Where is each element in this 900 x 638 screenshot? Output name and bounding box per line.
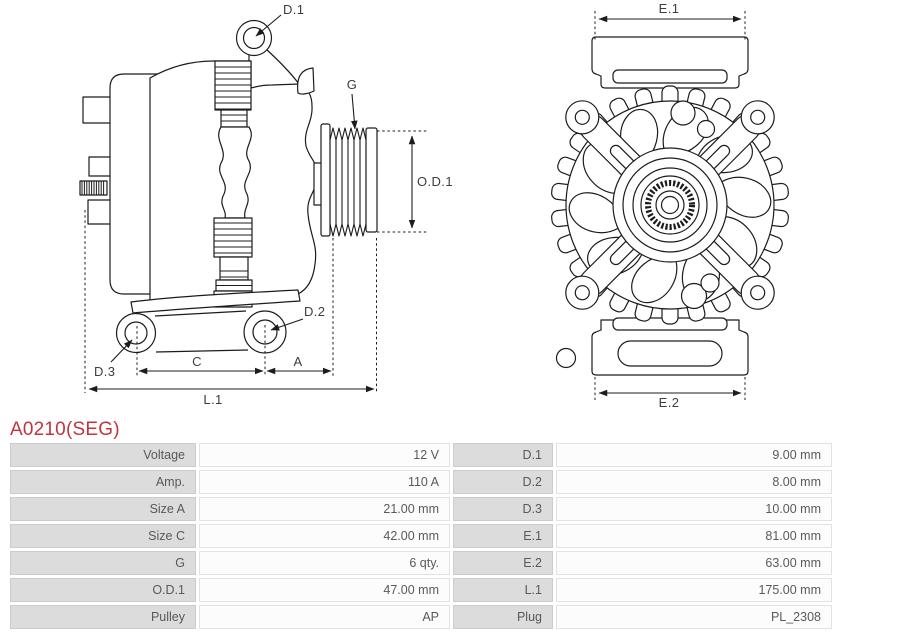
bracket-web [154, 310, 249, 353]
stack-neck [220, 109, 248, 128]
table-row: O.D.1 47.00 mm L.1 175.00 mm [10, 578, 832, 602]
spec-value-cell: 10.00 mm [556, 497, 832, 521]
spec-label-cell: Voltage [10, 443, 196, 467]
spec-value-cell: 81.00 mm [556, 524, 832, 548]
spec-label-cell: Pulley [10, 605, 196, 629]
dimension-labels: D.1 G O.D.1 D.2 D.3 C A L.1 E.1 E.2 [94, 1, 679, 410]
spec-label-cell: O.D.1 [10, 578, 196, 602]
dim-label-od1: O.D.1 [417, 174, 453, 189]
alternator-technical-drawing: D.1 G O.D.1 D.2 D.3 C A L.1 E.1 E.2 [79, 1, 789, 410]
terminal-block [82, 96, 112, 124]
stud-hatch-lines [81, 181, 105, 195]
pulley-grooves [329, 127, 367, 237]
spec-label-cell: G [10, 551, 196, 575]
spec-label-cell: Size C [10, 524, 196, 548]
table-row: G 6 qty. E.2 63.00 mm [10, 551, 832, 575]
terminal-block [88, 156, 112, 177]
spec-value-cell: 42.00 mm [199, 524, 450, 548]
spec-value-cell: 63.00 mm [556, 551, 832, 575]
side-view-drawing [79, 19, 378, 354]
spec-value-cell: AP [199, 605, 450, 629]
housing-notch [297, 67, 315, 95]
dim-label-l1: L.1 [203, 392, 222, 407]
spec-label-cell: D.3 [453, 497, 553, 521]
spec-value-cell: PL_2308 [556, 605, 832, 629]
spec-value-cell: 12 V [199, 443, 450, 467]
fan-blades [568, 106, 772, 304]
spec-label-cell: E.2 [453, 551, 553, 575]
spec-label-cell: L.1 [453, 578, 553, 602]
spec-value-cell: 8.00 mm [556, 470, 832, 494]
spec-value-cell: 21.00 mm [199, 497, 450, 521]
spec-value-cell: 6 qty. [199, 551, 450, 575]
spec-value-cell: 47.00 mm [199, 578, 450, 602]
leader-d1 [255, 14, 282, 37]
table-row: Voltage 12 V D.1 9.00 mm [10, 443, 832, 467]
dim-label-d3: D.3 [94, 364, 115, 379]
spec-value-cell: 175.00 mm [556, 578, 832, 602]
dim-label-e2: E.2 [659, 395, 680, 410]
bottom-bracket-bar [130, 289, 301, 314]
stack-rib-lines [214, 66, 252, 286]
spec-value-cell: 9.00 mm [556, 443, 832, 467]
pulley-left-flange [320, 123, 331, 237]
ear-pillar-line [265, 48, 300, 85]
spec-label-cell: Plug [453, 605, 553, 629]
spec-label-cell: D.2 [453, 470, 553, 494]
dim-label-a: A [293, 354, 302, 369]
top-bracket-recess [612, 69, 728, 84]
dim-label-d1: D.1 [283, 2, 304, 17]
rear-cover [109, 73, 158, 295]
bottom-bracket-slot [617, 340, 723, 367]
pulley-right-flange [365, 127, 378, 233]
terminal-block [87, 199, 112, 225]
dim-label-d2: D.2 [304, 304, 325, 319]
table-row: Size C 42.00 mm E.1 81.00 mm [10, 524, 832, 548]
extension-lines [84, 11, 746, 400]
spec-label-cell: D.1 [453, 443, 553, 467]
spec-label-cell: Amp. [10, 470, 196, 494]
leader-d3 [110, 339, 133, 363]
hub-and-shaft [612, 147, 728, 263]
part-number-title: A0210(SEG) [10, 419, 120, 440]
table-row: Size A 21.00 mm D.3 10.00 mm [10, 497, 832, 521]
leader-d2 [270, 318, 304, 331]
spec-value-cell: 110 A [199, 470, 450, 494]
front-view-drawing [551, 36, 789, 376]
spec-label-cell: Size A [10, 497, 196, 521]
dim-label-c: C [192, 354, 202, 369]
dim-label-e1: E.1 [659, 1, 680, 16]
table-row: Amp. 110 A D.2 8.00 mm [10, 470, 832, 494]
spec-table: Voltage 12 V D.1 9.00 mm Amp. 110 A D.2 … [7, 440, 835, 632]
table-row: Pulley AP Plug PL_2308 [10, 605, 832, 629]
leader-g [351, 93, 358, 130]
arm-bosses [565, 100, 775, 310]
dimension-lines [88, 14, 742, 397]
stator-stack-bottom [213, 217, 253, 258]
spec-label-cell: E.1 [453, 524, 553, 548]
left-ear-hole [124, 321, 148, 345]
rotor-waist [218, 126, 252, 219]
face-holes [555, 100, 720, 369]
top-ear-hole [242, 26, 266, 50]
dim-label-g: G [347, 77, 358, 92]
